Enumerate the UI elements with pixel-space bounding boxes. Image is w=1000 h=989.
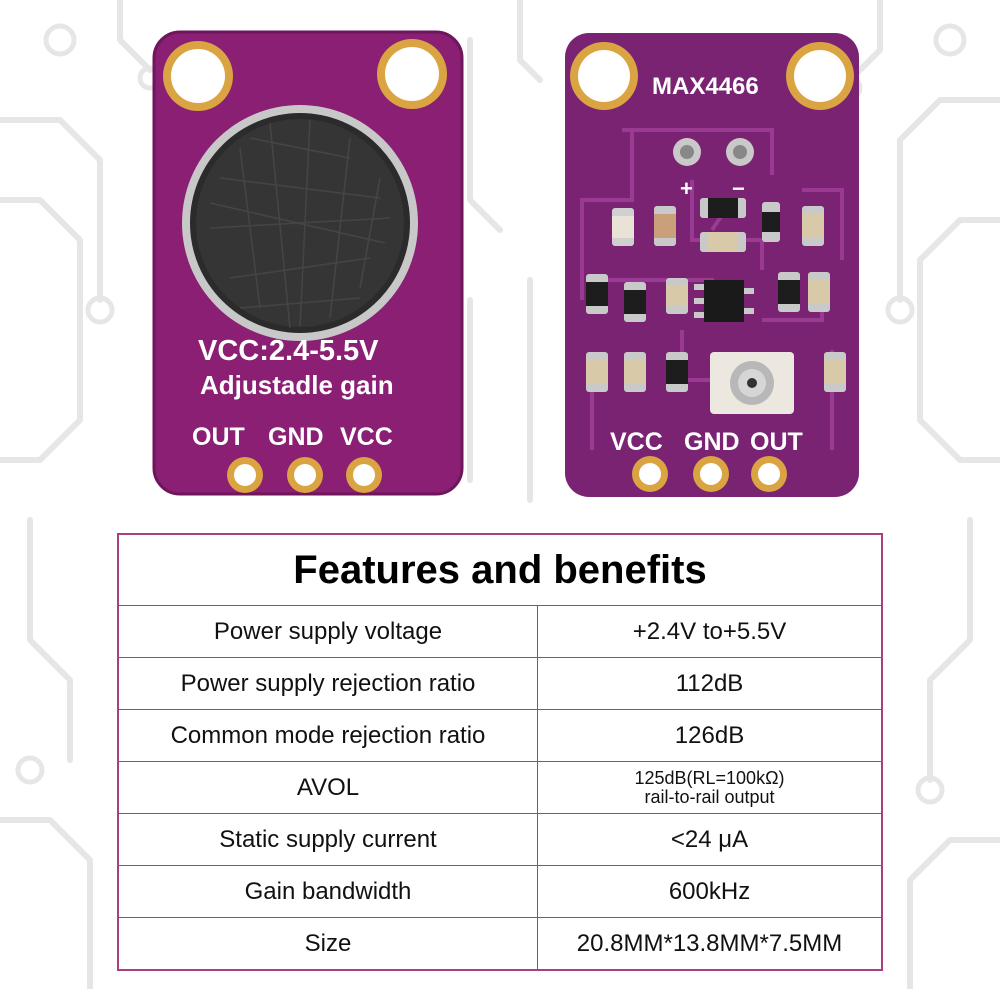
table-header-row: Features and benefits	[117, 533, 883, 606]
op-amp-chip-icon	[694, 280, 754, 322]
table-row: AVOL 125dB(RL=100kΩ) rail-to-rail output	[117, 761, 883, 814]
microphone-capsule-icon	[182, 105, 418, 341]
value-cell: <24 μA	[537, 813, 883, 866]
pin-pad-icon	[287, 457, 323, 493]
value-cell: 126dB	[537, 709, 883, 762]
param-cell: Gain bandwidth	[117, 865, 538, 918]
microphone-board-front: VCC:2.4-5.5V Adjustadle gain OUT GND VCC	[152, 30, 464, 496]
voltage-label: VCC:2.4-5.5V	[198, 335, 379, 367]
pin-pad-icon	[751, 456, 787, 492]
gain-label: Adjustadle gain	[200, 370, 394, 400]
features-table: Features and benefits Power supply volta…	[117, 533, 883, 971]
chip-label: MAX4466	[652, 73, 759, 100]
param-cell: Common mode rejection ratio	[117, 709, 538, 762]
pin-label-vcc: VCC	[610, 428, 663, 456]
value-cell: +2.4V to+5.5V	[537, 605, 883, 658]
param-cell: Static supply current	[117, 813, 538, 866]
pin-pad-icon	[346, 457, 382, 493]
param-cell: Size	[117, 917, 538, 971]
pin-pad-icon	[693, 456, 729, 492]
value-line-2: rail-to-rail output	[644, 786, 775, 807]
pin-label-out: OUT	[750, 428, 803, 456]
pin-label-gnd: GND	[684, 428, 740, 456]
table-row: Power supply rejection ratio 112dB	[117, 657, 883, 710]
table-row: Size 20.8MM*13.8MM*7.5MM	[117, 917, 883, 971]
pin-pad-icon	[632, 456, 668, 492]
mounting-hole-icon	[570, 42, 638, 110]
pin-label-out: OUT	[192, 423, 245, 451]
table-title: Features and benefits	[117, 533, 883, 606]
value-line-1: 125dB(RL=100kΩ)	[634, 767, 785, 788]
pin-label-vcc: VCC	[340, 423, 393, 451]
value-cell: 20.8MM*13.8MM*7.5MM	[537, 917, 883, 971]
amplifier-board-back: MAX4466 + − VC	[565, 33, 859, 497]
pin-label-gnd: GND	[268, 423, 324, 451]
value-cell: 112dB	[537, 657, 883, 710]
mounting-hole-icon	[377, 39, 447, 109]
table-row: Gain bandwidth 600kHz	[117, 865, 883, 918]
smd-component-icon	[586, 198, 846, 392]
value-cell: 125dB(RL=100kΩ) rail-to-rail output	[537, 761, 883, 814]
value-cell: 600kHz	[537, 865, 883, 918]
plus-label: +	[680, 176, 693, 201]
mic-solder-pad-icon	[726, 138, 754, 166]
mounting-hole-icon	[163, 41, 233, 111]
mounting-hole-icon	[786, 42, 854, 110]
table-row: Static supply current <24 μA	[117, 813, 883, 866]
mic-solder-pad-icon	[673, 138, 701, 166]
param-cell: Power supply voltage	[117, 605, 538, 658]
minus-label: −	[732, 176, 745, 201]
pin-pad-icon	[227, 457, 263, 493]
gain-potentiometer-icon	[710, 352, 794, 414]
table-row: Power supply voltage +2.4V to+5.5V	[117, 605, 883, 658]
table-row: Common mode rejection ratio 126dB	[117, 709, 883, 762]
param-cell: AVOL	[117, 761, 538, 814]
param-cell: Power supply rejection ratio	[117, 657, 538, 710]
